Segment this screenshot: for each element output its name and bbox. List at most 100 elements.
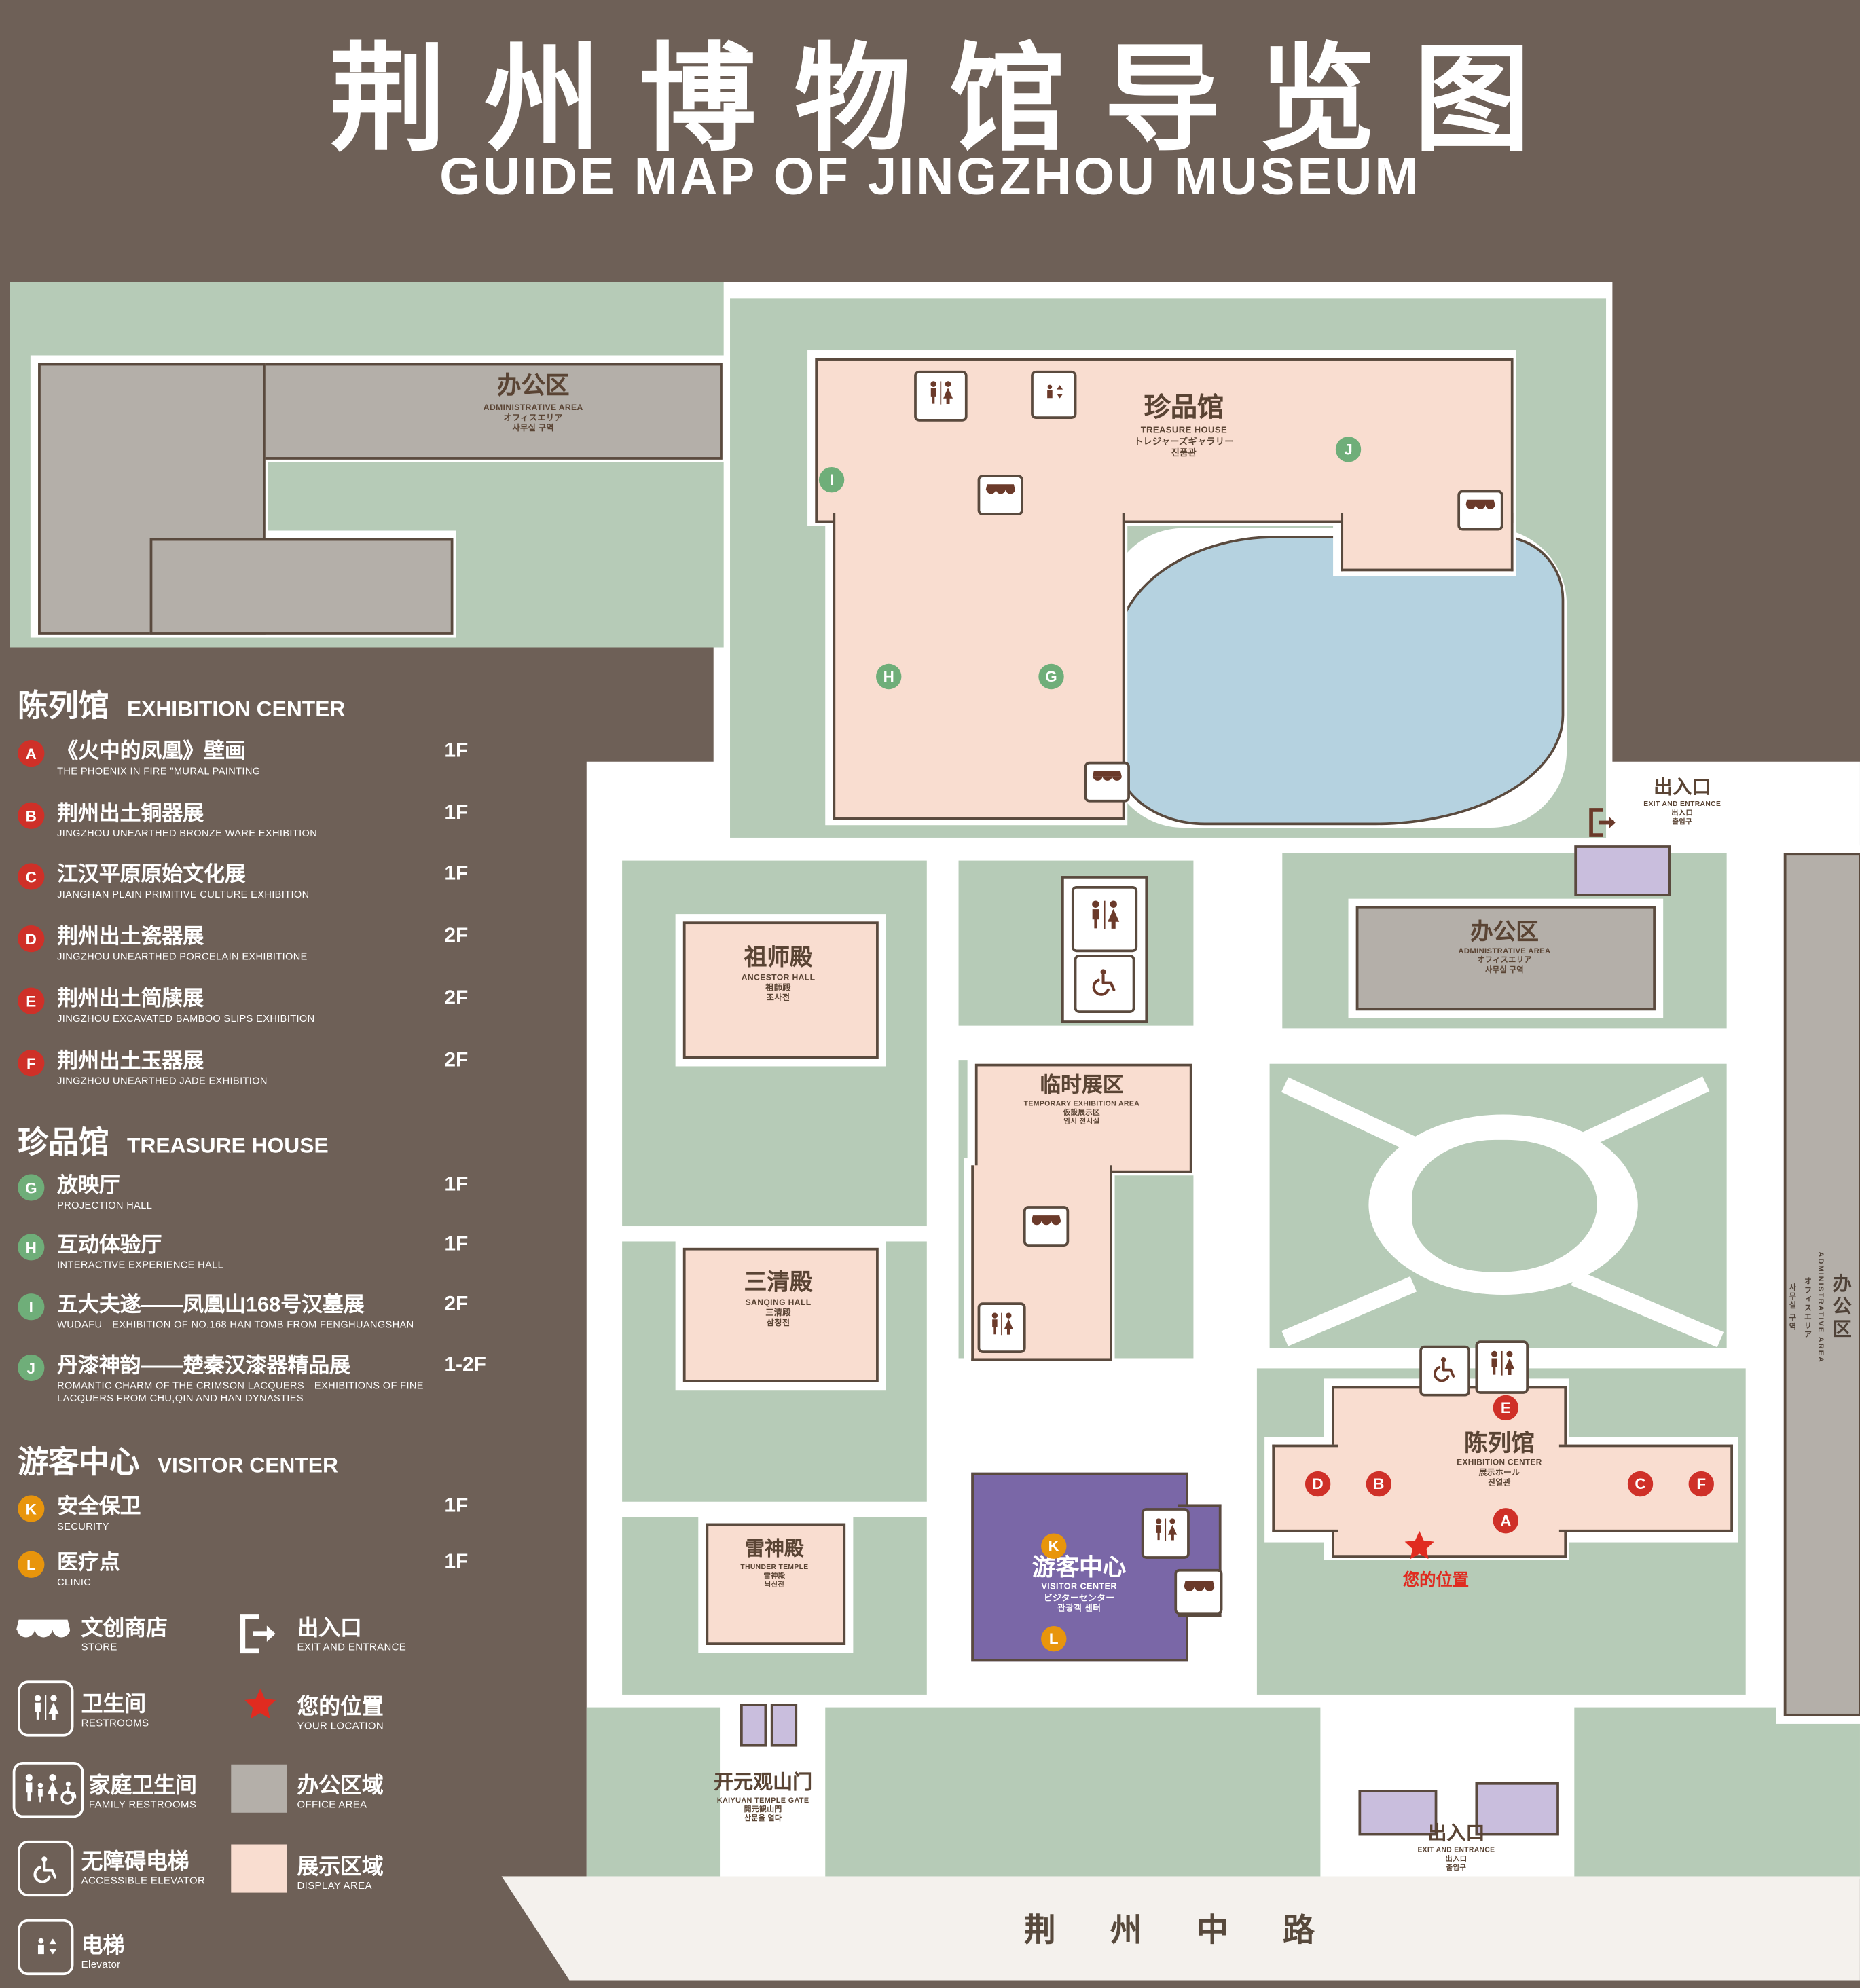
label-ja: 三清殿 xyxy=(765,1308,791,1318)
legend-item-B: B 荆州出土铜器展 JINGZHOU UNEARTHED BRONZE WARE… xyxy=(18,801,495,841)
item-en: THE PHOENIX IN FIRE "MURAL PAINTING xyxy=(57,765,261,777)
road: 荆 州 中 路 xyxy=(501,1876,1860,1981)
ancestor-hall-label: 祖师殿 ANCESTOR HALL 祖師殿 조사전 xyxy=(692,944,864,1004)
label-zh: 开元观山门 xyxy=(714,1771,813,1794)
label-ja: 雷神殿 xyxy=(763,1572,786,1581)
exit-legend-icon xyxy=(234,1610,282,1664)
marker-B: B xyxy=(18,802,45,829)
symbol-en: RESTROOMS xyxy=(81,1718,149,1729)
accessible-elevator-icon xyxy=(1429,1352,1460,1389)
map-marker-E: E xyxy=(1493,1395,1519,1421)
label-ko: 조사전 xyxy=(766,993,790,1003)
map-marker-B: B xyxy=(1366,1471,1392,1497)
label-ko: 진품관 xyxy=(1171,449,1197,458)
thunder-label: 雷神殿 THUNDER TEMPLE 雷神殿 뇌신전 xyxy=(711,1539,838,1590)
restrooms-icon xyxy=(985,1311,1019,1344)
elevator-tile xyxy=(1419,1345,1470,1397)
item-floor: 2F xyxy=(444,1293,469,1315)
location-legend-label: 您的位置 YOUR LOCATION xyxy=(297,1693,384,1732)
label-en: TEMPORARY EXHIBITION AREA xyxy=(1023,1100,1140,1109)
legend-section-visitor: 游客中心 VISITOR CENTER xyxy=(18,1437,338,1481)
item-floor: 1F xyxy=(444,1234,469,1256)
symbol-en: EXIT AND ENTRANCE xyxy=(297,1641,407,1653)
marker-G: G xyxy=(18,1174,45,1201)
restrooms-tile xyxy=(914,370,968,422)
symbol-zh: 电梯 xyxy=(81,1933,125,1957)
symbol-en: FAMILY RESTROOMS xyxy=(88,1799,197,1811)
accessible-elevator-legend-label: 无障碍电梯 ACCESSIBLE ELEVATOR xyxy=(81,1848,206,1887)
display-area-legend-label: 展示区域 DISPLAY AREA xyxy=(297,1854,383,1892)
map-marker-A: A xyxy=(1493,1508,1519,1534)
elevator-legend-label: 电梯 Elevator xyxy=(81,1932,125,1970)
restrooms-icon xyxy=(1484,1349,1520,1384)
label-ja: 開元観山門 xyxy=(744,1806,782,1814)
legend-item-H: H 互动体验厅 INTERACTIVE EXPERIENCE HALL 1F xyxy=(18,1232,495,1272)
label-ko: 출입구 xyxy=(1446,1864,1467,1873)
family-restrooms-legend-icon xyxy=(12,1762,84,1818)
label-ja: 仮設展示区 xyxy=(1063,1109,1100,1118)
sanqing-label: 三清殿 SANQING HALL 三清殿 삼청전 xyxy=(692,1270,864,1329)
map-marker-K: K xyxy=(1041,1533,1067,1559)
label-zh: 办公区 xyxy=(496,373,570,400)
symbol-zh: 家庭卫生间 xyxy=(88,1773,197,1798)
elevator-legend-icon xyxy=(18,1919,74,1976)
south-entrance-building xyxy=(1358,1790,1438,1836)
item-floor: 2F xyxy=(444,925,469,947)
item-en: WUDAFU—EXHIBITION OF NO.168 HAN TOMB FRO… xyxy=(57,1318,414,1330)
label-zh: 珍品馆 xyxy=(1144,393,1224,423)
treasure-house-label: 珍品馆 TREASURE HOUSE トレジャーズギャラリー 진품관 xyxy=(1073,394,1295,460)
label-ko: 사무실 구역 xyxy=(1484,967,1524,975)
section-zh: 陈列馆 xyxy=(18,689,109,724)
section-en: VISITOR CENTER xyxy=(157,1453,338,1478)
wheelchair-icon xyxy=(1088,964,1121,1004)
store-legend-icon xyxy=(15,1617,71,1657)
page-subtitle: GUIDE MAP OF JINGZHOU MUSEUM xyxy=(439,147,1421,206)
item-floor: 1F xyxy=(444,802,469,824)
store-tile xyxy=(1084,761,1130,803)
map-marker-J: J xyxy=(1335,437,1362,462)
label-en: EXIT AND ENTRANCE xyxy=(1643,801,1721,809)
label-zh: 游客中心 xyxy=(1032,1553,1127,1581)
label-ja: トレジャーズギャラリー xyxy=(1134,437,1234,447)
label-zh: 祖师殿 xyxy=(744,944,813,970)
label-ja: 出入口 xyxy=(1671,810,1694,818)
east-exit-icon xyxy=(1584,805,1620,847)
east-exit-label: 出入口 EXIT AND ENTRANCE 出入口 출입구 xyxy=(1628,777,1737,828)
label-ko: 출입구 xyxy=(1672,818,1692,827)
marker-J: J xyxy=(18,1354,45,1382)
label-ko: 관광객 센터 xyxy=(1057,1604,1101,1614)
store-tile xyxy=(977,475,1023,516)
garden-island xyxy=(1411,1139,1597,1272)
label-ko: 뇌신전 xyxy=(764,1581,785,1589)
item-floor: 2F xyxy=(444,1050,469,1071)
restrooms-icon xyxy=(923,379,958,413)
map-marker-I: I xyxy=(818,467,845,493)
temporary-label: 临时展区 TEMPORARY EXHIBITION AREA 仮設展示区 임시 … xyxy=(1006,1074,1158,1127)
map-marker-C: C xyxy=(1627,1471,1654,1497)
label-ja: オフィスエリア xyxy=(503,413,563,423)
marker-A: A xyxy=(18,739,45,767)
gate-pillar xyxy=(770,1704,798,1747)
marker-D: D xyxy=(18,925,45,953)
label-en: KAIYUAN TEMPLE GATE xyxy=(716,1797,809,1805)
item-en: PROJECTION HALL xyxy=(57,1199,153,1211)
item-zh: 《火中的凤凰》壁画 xyxy=(57,739,246,763)
exhibition-label: 陈列馆 EXHIBITION CENTER 展示ホール 진열관 xyxy=(1397,1429,1603,1489)
legend-item-I: I 五大夫遂——凤凰山168号汉墓展 WUDAFU—EXHIBITION OF … xyxy=(18,1292,495,1331)
item-en: SECURITY xyxy=(57,1520,109,1532)
map-marker-L: L xyxy=(1041,1625,1067,1652)
item-floor: 2F xyxy=(444,987,469,1010)
label-ko: 사무실 구역 xyxy=(512,424,554,433)
label-en: EXHIBITION CENTER xyxy=(1457,1458,1542,1468)
item-en: INTERACTIVE EXPERIENCE HALL xyxy=(57,1258,224,1270)
map-marker-D: D xyxy=(1305,1471,1331,1497)
label-ja: オフィスエリア xyxy=(1802,1276,1810,1339)
item-zh: 江汉平原原始文化展 xyxy=(57,863,246,886)
store-tile xyxy=(1023,1206,1070,1247)
admin-nw-building xyxy=(149,538,454,635)
item-floor: 1F xyxy=(444,1174,469,1196)
item-floor: 1F xyxy=(444,863,469,885)
label-zh: 陈列馆 xyxy=(1464,1429,1535,1456)
ancestor-hall-building xyxy=(682,921,879,1059)
